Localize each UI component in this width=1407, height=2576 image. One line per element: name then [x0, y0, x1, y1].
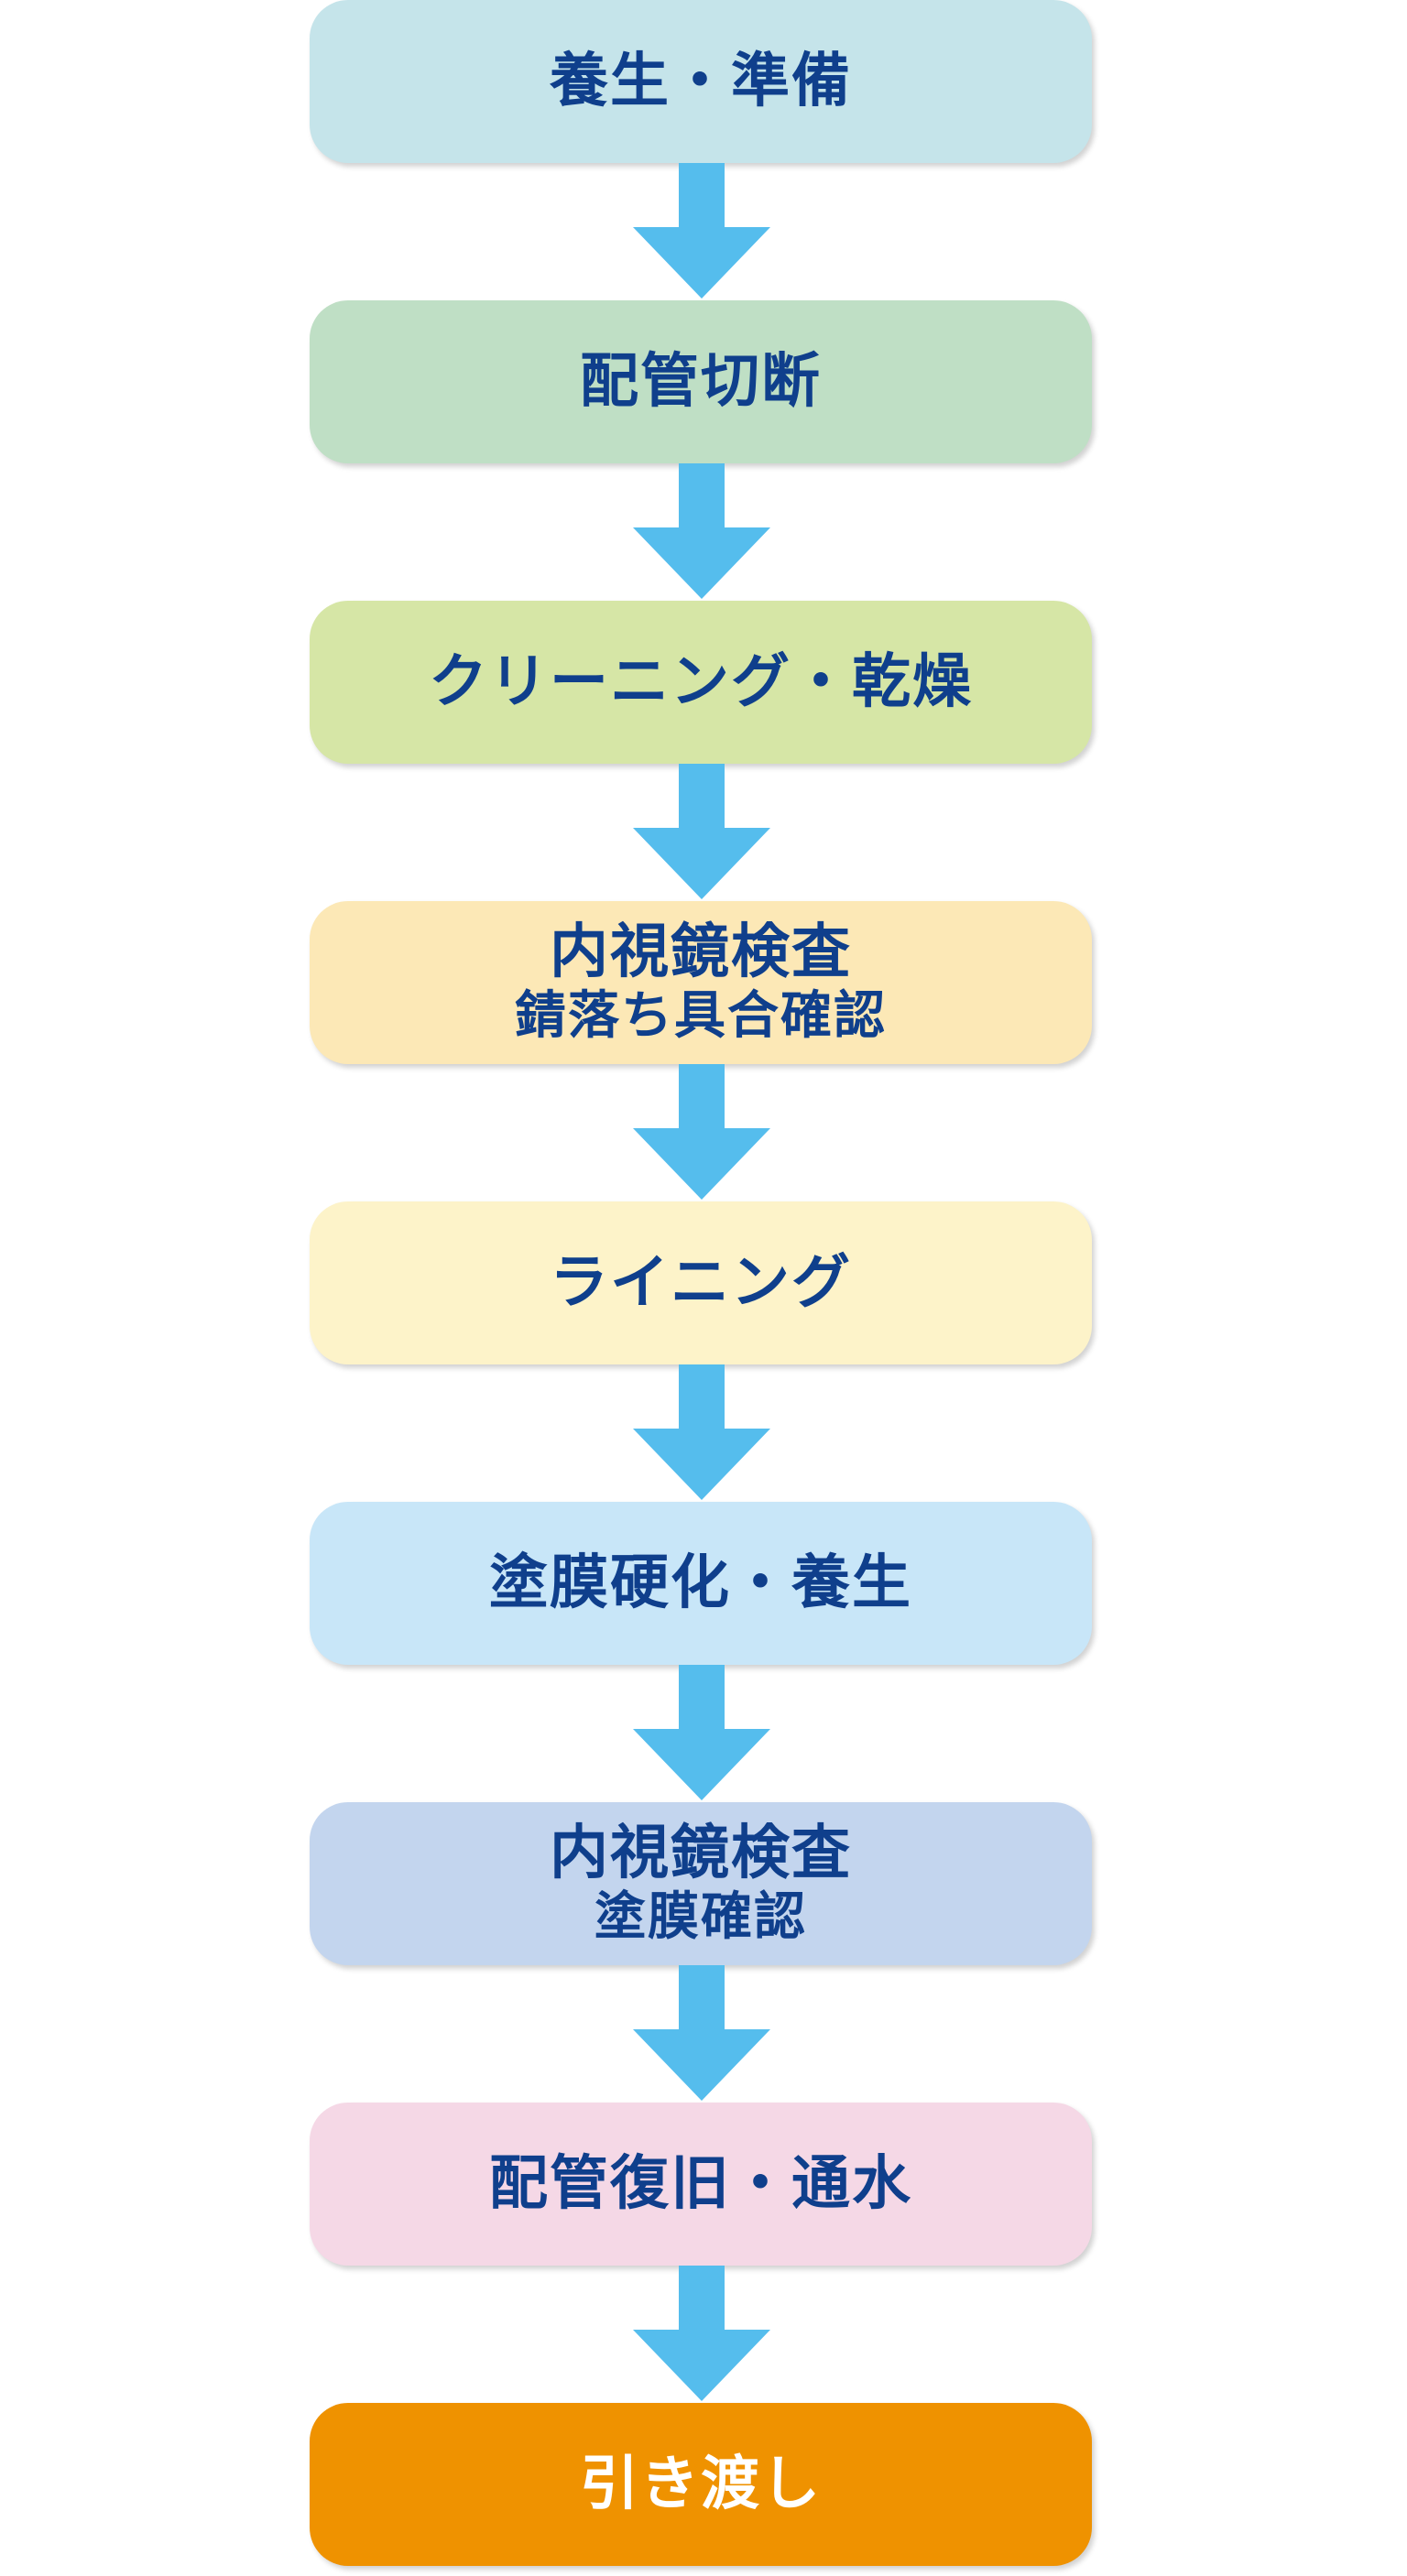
step-handover: 引き渡し — [310, 2403, 1092, 2566]
step-label: 塗膜硬化・養生 — [489, 1549, 912, 1617]
step-label: クリーニング・乾燥 — [429, 647, 973, 716]
step-label: 配管復旧・通水 — [489, 2149, 912, 2218]
down-arrow-icon — [633, 1064, 770, 1201]
step-endoscope-rust-check: 内視鏡検査 錆落ち具合確認 — [310, 901, 1092, 1064]
step-label: 引き渡し — [580, 2450, 822, 2518]
step-endoscope-coating-check: 内視鏡検査 塗膜確認 — [310, 1802, 1092, 1965]
step-pipe-cutting: 配管切断 — [310, 300, 1092, 463]
step-coating-curing: 塗膜硬化・養生 — [310, 1502, 1092, 1665]
step-sublabel: 塗膜確認 — [594, 1887, 807, 1948]
step-label: 養生・準備 — [550, 47, 852, 115]
down-arrow-icon — [633, 463, 770, 601]
step-label: 配管切断 — [580, 347, 822, 416]
down-arrow-icon — [633, 1965, 770, 2103]
step-lining: ライニング — [310, 1201, 1092, 1364]
step-cleaning-drying: クリーニング・乾燥 — [310, 601, 1092, 764]
step-preparation: 養生・準備 — [310, 0, 1092, 163]
step-label: 内視鏡検査 — [550, 918, 852, 986]
down-arrow-icon — [633, 2266, 770, 2403]
step-label: 内視鏡検査 — [550, 1820, 852, 1887]
down-arrow-icon — [633, 1665, 770, 1802]
step-label: ライニング — [550, 1248, 852, 1317]
down-arrow-icon — [633, 1364, 770, 1502]
step-restore-water: 配管復旧・通水 — [310, 2103, 1092, 2266]
step-sublabel: 錆落ち具合確認 — [515, 986, 887, 1047]
down-arrow-icon — [633, 764, 770, 901]
down-arrow-icon — [633, 163, 770, 300]
